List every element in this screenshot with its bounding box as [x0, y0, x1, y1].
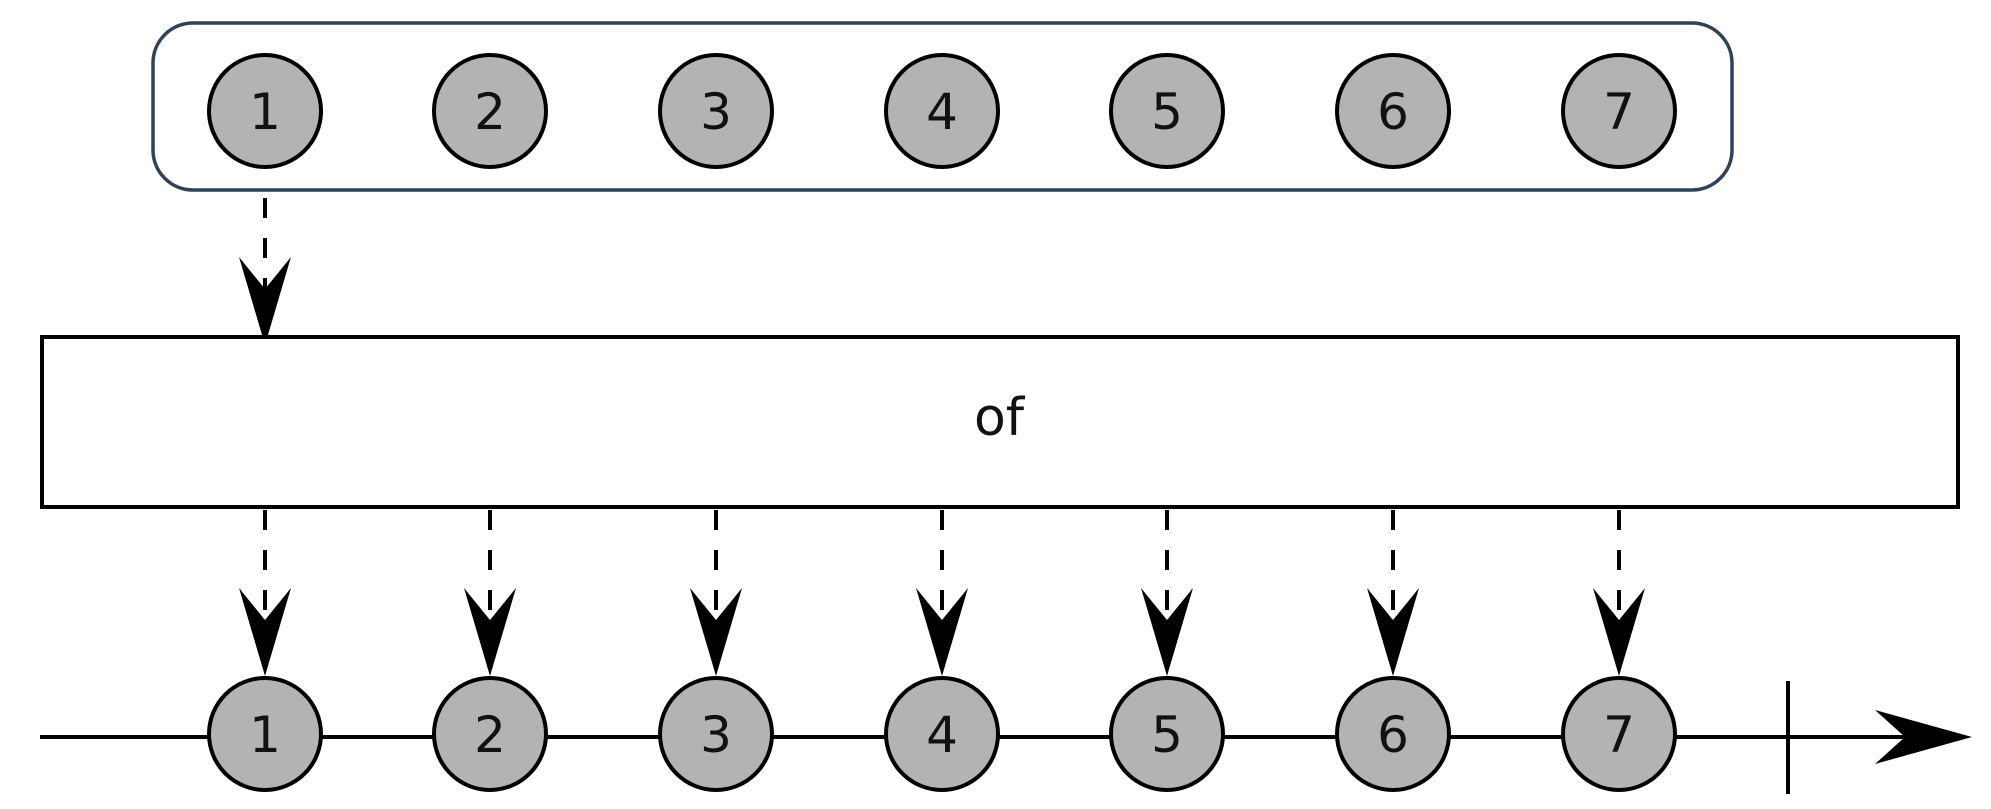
output-marble: 2 [432, 676, 548, 792]
group-to-operator-arrow [239, 198, 291, 345]
marble-label: 5 [1151, 83, 1183, 141]
operator-label: of [974, 388, 1026, 448]
marble-circle [207, 53, 323, 169]
marble-circle [658, 676, 774, 792]
output-marble: 5 [1109, 676, 1225, 792]
marble-label: 3 [700, 706, 732, 764]
arrowhead-icon [239, 588, 291, 676]
marble-circle [1109, 676, 1225, 792]
emission-arrow [916, 510, 968, 676]
output-marble: 4 [884, 676, 1000, 792]
arrowhead-icon [1141, 588, 1193, 676]
input-marble: 2 [432, 53, 548, 169]
marble-label: 7 [1603, 83, 1635, 141]
marble-label: 2 [474, 706, 506, 764]
arrowhead-icon [1367, 588, 1419, 676]
emission-arrow [1141, 510, 1193, 676]
marble-circle [207, 676, 323, 792]
arrowhead-icon [239, 257, 291, 345]
operator-box [40, 335, 1960, 509]
input-marble: 6 [1335, 53, 1451, 169]
marble-circle [432, 676, 548, 792]
marble-circle [1561, 676, 1677, 792]
arrowhead-icon [1593, 588, 1645, 676]
marble-label: 4 [926, 706, 958, 764]
marble-circle [432, 53, 548, 169]
input-arrow [239, 198, 291, 345]
input-marble: 5 [1109, 53, 1225, 169]
marble-label: 2 [474, 83, 506, 141]
marble-label: 4 [926, 83, 958, 141]
input-marble: 4 [884, 53, 1000, 169]
marble-label: 1 [249, 83, 281, 141]
input-marble: 7 [1561, 53, 1677, 169]
output-arrows [239, 510, 1645, 676]
emission-arrow [690, 510, 742, 676]
marble-circle [1335, 53, 1451, 169]
marble-circle [1561, 53, 1677, 169]
timeline-arrowhead-icon [1875, 710, 1972, 764]
marble-label: 7 [1603, 706, 1635, 764]
marble-label: 3 [700, 83, 732, 141]
input-marble: 1 [207, 53, 323, 169]
emission-arrow [464, 510, 516, 676]
emission-arrow [1593, 510, 1645, 676]
output-marble: 6 [1335, 676, 1451, 792]
input-marble: 3 [658, 53, 774, 169]
output-marble: 1 [207, 676, 323, 792]
marble-label: 6 [1377, 706, 1409, 764]
marble-label: 5 [1151, 706, 1183, 764]
marble-circle [1109, 53, 1225, 169]
emission-arrow [1367, 510, 1419, 676]
output-marble: 7 [1561, 676, 1677, 792]
marble-circle [1335, 676, 1451, 792]
arrowhead-icon [916, 588, 968, 676]
marble-circle [658, 53, 774, 169]
arrowhead-icon [464, 588, 516, 676]
emission-arrow [239, 510, 291, 676]
arrowhead-icon [690, 588, 742, 676]
input-marbles: 1 2 3 4 5 6 7 [207, 53, 1677, 169]
output-marbles: 1 2 3 4 5 6 7 [207, 676, 1677, 792]
marble-circle [884, 53, 1000, 169]
marble-label: 1 [249, 706, 281, 764]
output-marble: 3 [658, 676, 774, 792]
marble-label: 6 [1377, 83, 1409, 141]
marble-circle [884, 676, 1000, 792]
